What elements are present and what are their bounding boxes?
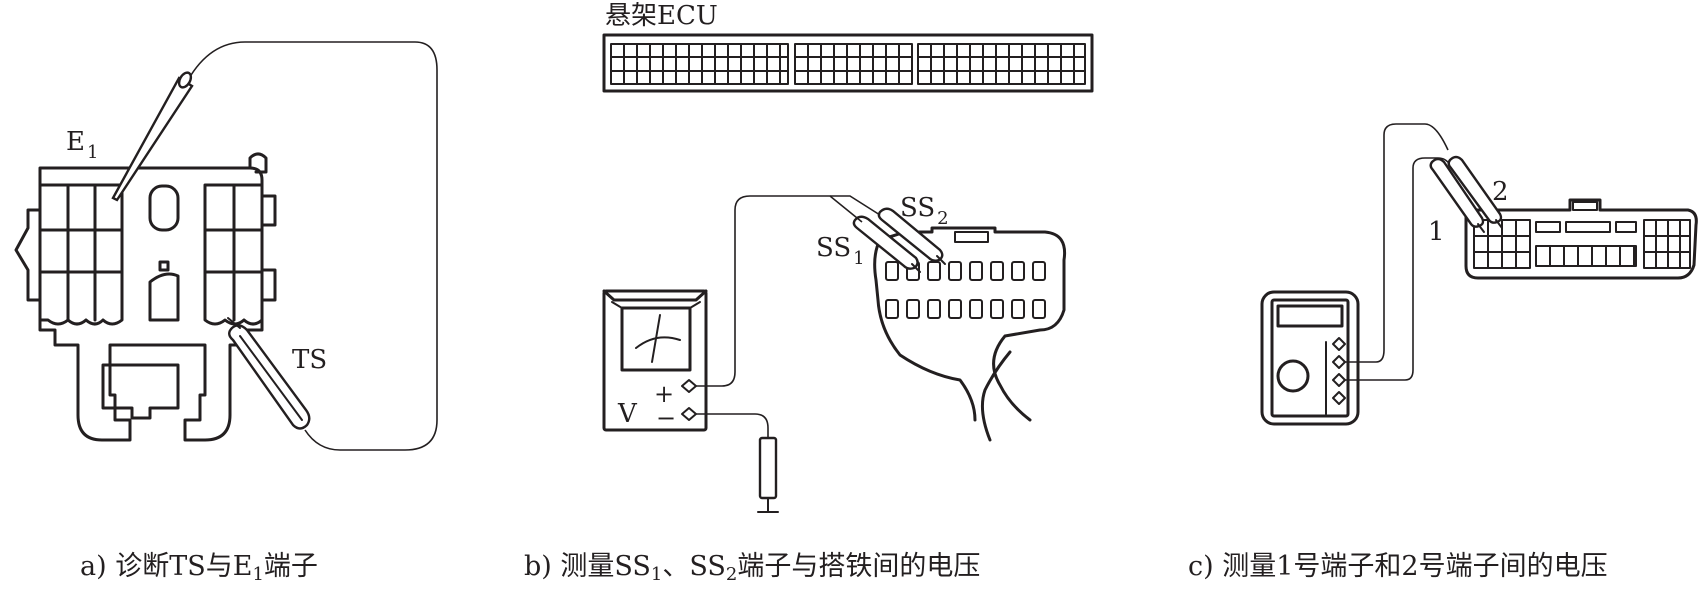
ecu-connector-c: [1464, 198, 1698, 280]
dmm-dial: [1276, 359, 1310, 393]
caption-c: c) 测量1号端子和2号端子间的电压: [1188, 551, 1608, 582]
connector-c-pins: [1473, 219, 1691, 269]
label-pin2: 2: [1492, 177, 1509, 207]
caption-a: a) 诊断TS与E1端子: [80, 552, 318, 590]
pin-block-middle: [1535, 245, 1637, 267]
ss-pin: [885, 261, 899, 281]
label-ts: TS: [292, 345, 327, 375]
negative-terminal: [681, 407, 697, 421]
panel-c: 1 2: [1260, 123, 1698, 426]
ss-pin: [1011, 261, 1025, 281]
terminal-grid-right: [203, 183, 264, 326]
pin-top: [1615, 221, 1637, 233]
caption-b-sub1: 1: [650, 564, 663, 585]
ss-pin: [990, 299, 1004, 319]
ss-pin: [990, 261, 1004, 281]
ss-pin: [948, 299, 962, 319]
dmm-display: [1276, 304, 1344, 328]
caption-a-suffix: 端子: [263, 551, 318, 582]
ss-pin: [927, 261, 941, 281]
ss-pin: [1011, 299, 1025, 319]
ss-pin: [1032, 261, 1046, 281]
panel-b: 悬架ECU: [602, 1, 1094, 513]
dmm-wire-2: [1344, 157, 1451, 381]
meter-wire-positive: [696, 195, 863, 387]
positive-terminal: [681, 379, 697, 393]
middle-cavity-top: [148, 184, 180, 232]
meter-label-v: V: [617, 399, 638, 429]
caption-a-prefix: a) 诊断TS与E: [80, 551, 253, 582]
middle-pin: [158, 260, 170, 272]
connector-c-body: [1464, 198, 1698, 280]
probe-ss1: [852, 215, 921, 273]
pin-top: [1565, 221, 1611, 233]
probe-ss2: [877, 207, 946, 265]
ground-probe: [757, 436, 779, 513]
caption-b-prefix: b) 测量SS: [524, 551, 651, 582]
meter-wire-branch: [830, 195, 881, 216]
caption-b-sub2: 2: [725, 564, 738, 585]
label-ecu-title: 悬架ECU: [605, 1, 718, 31]
ss-pin: [948, 261, 962, 281]
ss-connector-pins: [885, 261, 1046, 319]
diagnostic-connector-body: [14, 166, 277, 442]
probe-ts: [227, 317, 311, 430]
meter-label-plus: +: [654, 380, 674, 408]
ss-pin: [927, 299, 941, 319]
ss-connector-body: [873, 226, 1067, 442]
probe-pin2: [1447, 155, 1503, 229]
ecu-pin-grid: [610, 43, 1086, 85]
caption-b-suffix: 端子与搭铁间的电压: [737, 551, 981, 582]
caption-b-mid: 、SS: [662, 551, 726, 582]
pin-top: [1535, 221, 1561, 233]
middle-cavity-bottom: [148, 272, 180, 322]
ss-pin: [969, 299, 983, 319]
label-pin1: 1: [1428, 217, 1445, 247]
meter-wire-ground: [696, 413, 769, 438]
probe-pin1: [1429, 157, 1485, 233]
ss-connector: [873, 226, 1067, 442]
meter-needle: [651, 314, 661, 363]
meter-label-minus: −: [656, 404, 676, 432]
caption-b: b) 测量SS1、SS2端子与搭铁间的电压: [524, 552, 980, 590]
probe-e1: [111, 71, 194, 202]
ss-pin: [1032, 299, 1046, 319]
connector-latch: [248, 152, 268, 174]
dmm-wire-1: [1344, 123, 1449, 363]
meter-scale-arc: [635, 336, 681, 349]
terminal-grid-left: [38, 183, 124, 326]
caption-a-sub: 1: [252, 564, 264, 585]
ss-pin: [969, 261, 983, 281]
analog-voltmeter: [602, 289, 708, 432]
ss-pin: [906, 299, 920, 319]
connector-key-block: [101, 363, 180, 420]
digital-multimeter: [1260, 290, 1360, 426]
ss-connector-tab: [954, 231, 989, 243]
ss-pin: [885, 299, 899, 319]
jumper-wire: [187, 41, 438, 451]
ecu-connector: [602, 33, 1094, 93]
